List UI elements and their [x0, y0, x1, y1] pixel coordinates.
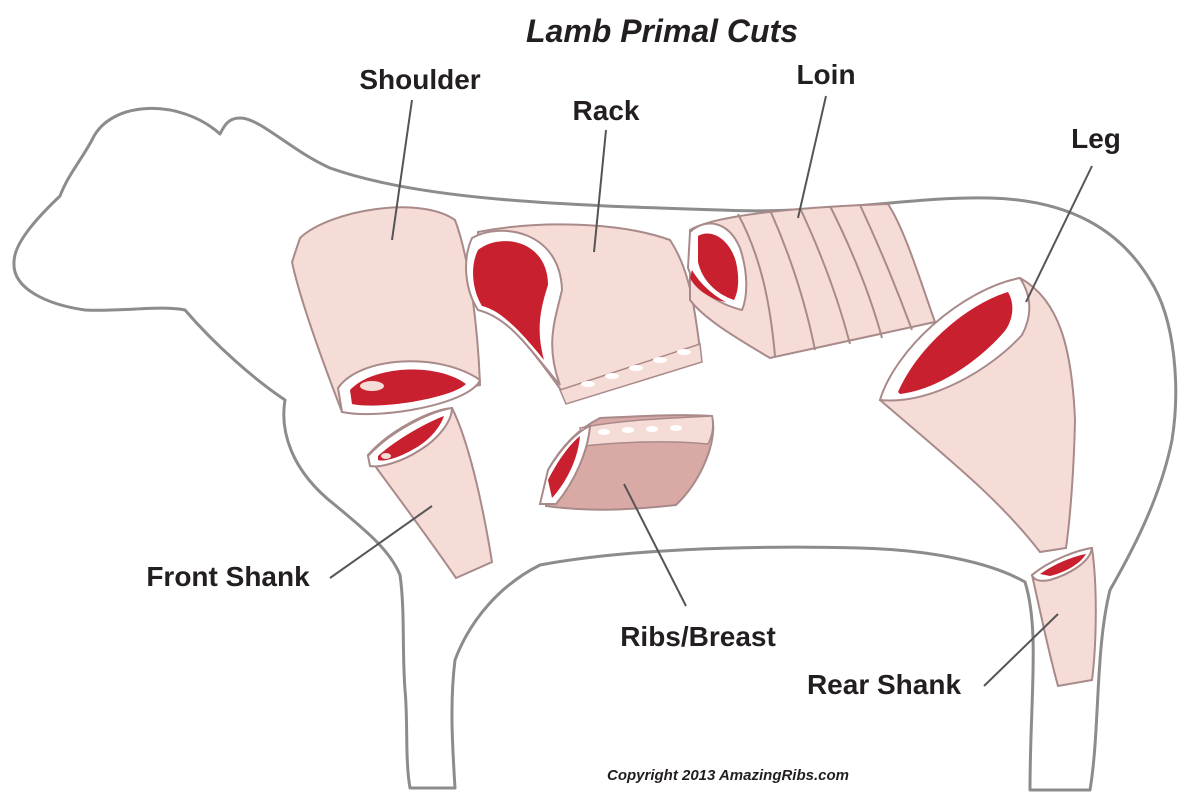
diagram-title: Lamb Primal Cuts: [526, 13, 798, 49]
copyright-text: Copyright 2013 AmazingRibs.com: [607, 767, 849, 784]
shoulder-label: Shoulder: [359, 64, 480, 95]
loin-leader: [798, 96, 826, 218]
rear-shank-label: Rear Shank: [807, 669, 961, 700]
front-shank-label: Front Shank: [146, 561, 310, 592]
leg-label: Leg: [1071, 123, 1121, 154]
loin-label: Loin: [796, 59, 855, 90]
rack-label: Rack: [573, 95, 640, 126]
ribs-breast-label: Ribs/Breast: [620, 621, 776, 652]
